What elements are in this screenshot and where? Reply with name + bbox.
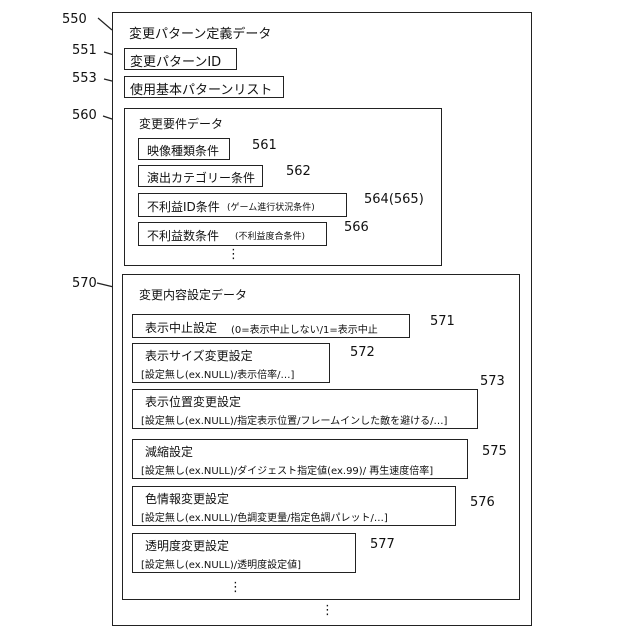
display-size-setting-options: [設定無し(ex.NULL)/表示倍率/…] — [141, 366, 294, 381]
display-stop-setting-label: 表示中止設定 — [145, 319, 217, 336]
disadvantage-id-condition-note: (ゲーム進行状況条件) — [227, 200, 315, 213]
base-pattern-list-box: 使用基本パターンリスト — [124, 76, 284, 98]
pattern-id-label: 変更パターンID — [130, 51, 221, 70]
ref-551: 551 — [72, 43, 97, 58]
display-position-setting-box: 表示位置変更設定 [設定無し(ex.NULL)/指定表示位置/フレームインした敵… — [132, 389, 478, 429]
ref-564-565: 564(565) — [364, 192, 424, 207]
pattern-id-box: 変更パターンID — [124, 48, 237, 70]
transparency-setting-options: [設定無し(ex.NULL)/透明度設定値] — [141, 556, 301, 571]
display-stop-setting-options: (0=表示中止しない/1=表示中止 — [231, 321, 378, 336]
disadvantage-count-condition-note: (不利益度合条件) — [235, 229, 305, 242]
ref-560: 560 — [72, 108, 97, 123]
ref-571: 571 — [430, 314, 455, 329]
display-size-setting-label: 表示サイズ変更設定 — [145, 347, 253, 364]
change-requirements-title: 変更要件データ — [139, 115, 223, 132]
ref-561: 561 — [252, 138, 277, 153]
requirements-ellipsis: ⋮ — [227, 247, 240, 262]
transparency-setting-label: 透明度変更設定 — [145, 537, 229, 554]
ref-575: 575 — [482, 444, 507, 459]
change-content-settings-title: 変更内容設定データ — [139, 286, 247, 303]
ref-572: 572 — [350, 345, 375, 360]
display-position-setting-label: 表示位置変更設定 — [145, 393, 241, 410]
settings-ellipsis: ⋮ — [229, 580, 242, 595]
color-info-setting-options: [設定無し(ex.NULL)/色調変更量/指定色調パレット/…] — [141, 509, 388, 524]
outer-ellipsis: ⋮ — [321, 603, 334, 618]
disadvantage-id-condition-box: 不利益ID条件 (ゲーム進行状況条件) — [138, 193, 347, 217]
ref-577: 577 — [370, 537, 395, 552]
disadvantage-id-condition-label: 不利益ID条件 — [147, 198, 220, 215]
transparency-setting-box: 透明度変更設定 [設定無し(ex.NULL)/透明度設定値] — [132, 533, 356, 573]
display-size-setting-box: 表示サイズ変更設定 [設定無し(ex.NULL)/表示倍率/…] — [132, 343, 330, 383]
video-type-condition-label: 映像種類条件 — [147, 142, 219, 159]
effect-category-condition-label: 演出カテゴリー条件 — [147, 169, 255, 186]
ref-562: 562 — [286, 164, 311, 179]
ref-566: 566 — [344, 220, 369, 235]
display-position-setting-options: [設定無し(ex.NULL)/指定表示位置/フレームインした敵を避ける/…] — [141, 412, 447, 427]
reduction-setting-options: [設定無し(ex.NULL)/ダイジェスト指定値(ex.99)/ 再生速度倍率] — [141, 462, 433, 477]
disadvantage-count-condition-label: 不利益数条件 — [147, 227, 219, 244]
display-stop-setting-box: 表示中止設定 (0=表示中止しない/1=表示中止 — [132, 314, 410, 338]
reduction-setting-box: 減縮設定 [設定無し(ex.NULL)/ダイジェスト指定値(ex.99)/ 再生… — [132, 439, 468, 479]
reduction-setting-label: 減縮設定 — [145, 443, 193, 460]
video-type-condition-box: 映像種類条件 — [138, 138, 230, 160]
disadvantage-count-condition-box: 不利益数条件 (不利益度合条件) — [138, 222, 327, 246]
ref-570: 570 — [72, 276, 97, 291]
effect-category-condition-box: 演出カテゴリー条件 — [138, 165, 263, 187]
ref-550: 550 — [62, 12, 87, 27]
base-pattern-list-label: 使用基本パターンリスト — [130, 79, 272, 98]
ref-553: 553 — [72, 71, 97, 86]
color-info-setting-box: 色情報変更設定 [設定無し(ex.NULL)/色調変更量/指定色調パレット/…] — [132, 486, 456, 526]
ref-573: 573 — [480, 374, 505, 389]
color-info-setting-label: 色情報変更設定 — [145, 490, 229, 507]
pattern-definition-title: 変更パターン定義データ — [129, 23, 271, 42]
ref-576: 576 — [470, 495, 495, 510]
